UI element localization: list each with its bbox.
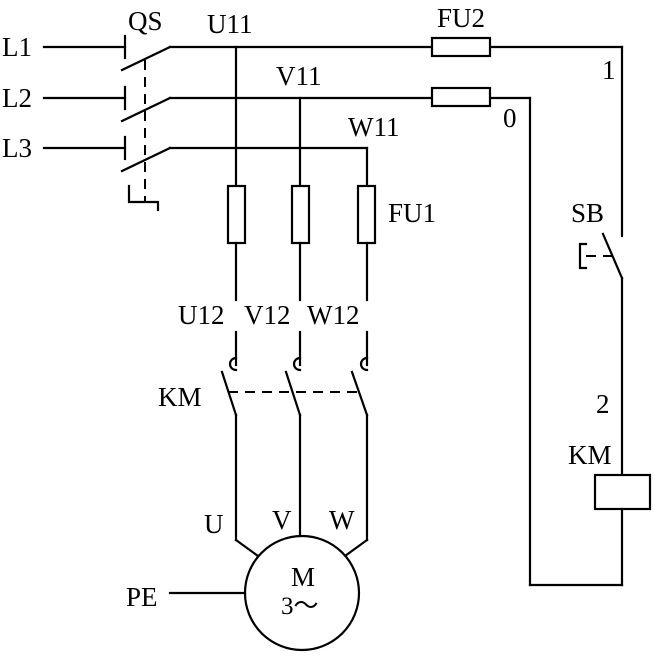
fu1-fuses — [226, 184, 377, 302]
fu1-fuse-u — [226, 184, 247, 245]
label-v: V — [272, 505, 292, 535]
qs-blade-2 — [120, 96, 172, 123]
label-w12: W12 — [307, 300, 359, 330]
qs-handle — [127, 184, 160, 212]
label-u12: U12 — [178, 300, 225, 330]
qs-blade-3 — [120, 146, 172, 173]
label-v11: V11 — [276, 61, 322, 91]
motor-label-m: M — [291, 562, 315, 592]
label-l1: L1 — [2, 32, 32, 62]
label-l3: L3 — [2, 133, 32, 163]
fu1-fuse-v — [290, 184, 311, 245]
label-fu2: FU2 — [437, 3, 485, 33]
label-u: U — [204, 509, 224, 539]
label-qs: QS — [128, 6, 163, 36]
label-node-2: 2 — [596, 389, 610, 419]
motor — [168, 534, 369, 652]
label-km-main: KM — [158, 382, 202, 412]
supply-lines — [42, 45, 127, 150]
label-km-coil: KM — [568, 440, 612, 470]
label-node-1: 1 — [602, 55, 616, 85]
km-coil — [593, 473, 652, 511]
km-arc-u — [228, 356, 238, 372]
sb-button — [578, 242, 588, 270]
km-blade-v — [284, 370, 302, 417]
label-fu1: FU1 — [388, 198, 436, 228]
km-arc-w — [359, 356, 369, 372]
labels: L1 L2 L3 QS U11 V11 W11 FU2 FU1 1 0 SB 2… — [2, 3, 616, 620]
control-circuit — [528, 45, 652, 587]
qs-blade-1 — [120, 45, 172, 72]
km-blade-u — [220, 370, 238, 417]
label-node-0: 0 — [503, 103, 517, 133]
km-arc-v — [292, 356, 302, 372]
fu2-fuse-bottom — [430, 86, 492, 108]
label-w11: W11 — [348, 112, 399, 142]
fu2-fuses — [430, 36, 492, 108]
label-u11: U11 — [207, 9, 253, 39]
motor-label-phase: 3～ — [281, 593, 319, 620]
label-sb: SB — [571, 198, 604, 228]
km-blade-w — [350, 370, 369, 417]
label-pe: PE — [126, 582, 158, 612]
phase-wiring — [168, 45, 624, 188]
label-v12: V12 — [244, 300, 291, 330]
sb-contact — [601, 232, 624, 280]
fu2-fuse-top — [430, 36, 492, 58]
label-l2: L2 — [2, 83, 32, 113]
km-main-contacts — [220, 330, 369, 542]
label-w: W — [329, 505, 355, 535]
fu1-fuse-w — [356, 184, 377, 245]
qs-switch — [120, 34, 172, 212]
